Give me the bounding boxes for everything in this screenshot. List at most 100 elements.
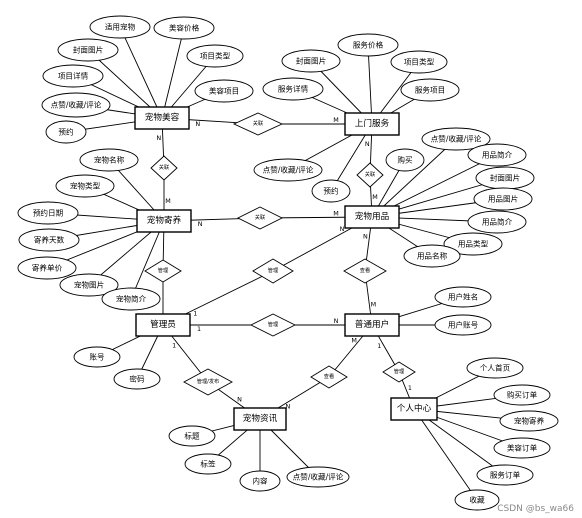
attribute-node: 项目类型 — [390, 50, 448, 74]
attribute-ellipse — [253, 158, 323, 182]
attribute-node: 服务订单 — [476, 464, 534, 486]
attribute-label: 适用宠物 — [105, 22, 136, 32]
relationship-label: 关联 — [255, 213, 265, 221]
relationship-label: 管理 — [268, 320, 279, 328]
attribute-node: 账号 — [73, 346, 121, 368]
cardinality-label: N — [195, 120, 200, 128]
attribute-label: 预约 — [323, 186, 338, 196]
attribute-label: 寄养天数 — [34, 235, 65, 245]
entity-box — [135, 313, 191, 337]
cardinality-label: N — [198, 220, 203, 228]
entity-label: 个人中心 — [397, 402, 432, 414]
attribute-ellipse — [390, 50, 448, 74]
entity-box — [344, 313, 400, 337]
relationship-node: 关联 — [356, 162, 384, 188]
relationship-diamond — [382, 361, 416, 383]
attribute-node: 封面图片 — [475, 166, 535, 190]
attribute-ellipse — [493, 384, 551, 406]
attribute-node: 美容订单 — [493, 437, 551, 459]
entity-box — [390, 397, 438, 421]
attribute-ellipse — [45, 120, 87, 144]
attribute-label: 用户账号 — [448, 320, 479, 330]
attribute-label: 美容订单 — [507, 443, 538, 453]
attribute-label: 点赞/收藏/评论 — [431, 134, 482, 144]
attribute-node: 宠物名称 — [79, 148, 139, 172]
attribute-ellipse — [18, 228, 80, 252]
attribute-label: 美容项目 — [209, 86, 239, 96]
attribute-ellipse — [434, 286, 492, 308]
attribute-node: 用品名称 — [403, 244, 461, 268]
attribute-node: 用品类型 — [443, 232, 503, 256]
attribute-label: 宠物类型 — [70, 181, 101, 191]
entity-box — [136, 209, 192, 233]
attribute-link — [130, 220, 165, 300]
attribute-label: 宠物简介 — [116, 294, 147, 304]
watermark: CSDN @bs_wa66 — [497, 504, 574, 514]
relationship-node: 关联 — [232, 112, 284, 136]
attribute-node: 标题 — [168, 425, 216, 447]
attribute-node: 用户姓名 — [434, 286, 492, 308]
attribute-ellipse — [153, 16, 215, 40]
attribute-ellipse — [311, 179, 351, 203]
attribute-node: 点赞/收藏/评论 — [286, 466, 350, 488]
relationship-node: 管理/发布 — [183, 368, 233, 396]
entity-node: 普通用户 — [344, 313, 400, 337]
attribute-label: 项目类型 — [404, 57, 435, 67]
relationship-node: 管理 — [252, 258, 294, 284]
attribute-label: 个人首页 — [480, 363, 511, 373]
entity-node: 个人中心 — [390, 397, 438, 421]
relationship-node: 查看 — [310, 365, 348, 389]
relationship-label: 管理 — [158, 266, 169, 274]
relationship-node: 关联 — [150, 155, 178, 181]
relationship-node: 管理 — [382, 361, 416, 383]
attribute-node: 封面图片 — [281, 49, 341, 73]
cardinality-label: 1 — [377, 342, 381, 350]
relationship-label: 管理/发布 — [197, 377, 220, 385]
attribute-ellipse — [286, 466, 350, 488]
attribute-ellipse — [400, 78, 460, 102]
attribute-ellipse — [73, 346, 121, 368]
attribute-label: 封面图片 — [490, 173, 520, 183]
attribute-ellipse — [467, 143, 527, 167]
relationship-diamond — [356, 162, 384, 188]
attribute-label: 封面图片 — [73, 45, 103, 55]
attribute-node: 预约日期 — [17, 201, 79, 225]
relationship-label: 关联 — [253, 119, 263, 127]
attribute-label: 服务价格 — [353, 40, 384, 50]
attribute-ellipse — [186, 44, 244, 68]
attribute-ellipse — [59, 273, 119, 297]
cardinality-label: 1 — [193, 310, 197, 318]
attribute-link — [161, 27, 185, 119]
attribute-node: 美容项目 — [194, 79, 254, 103]
attribute-label: 服务项目 — [415, 85, 445, 95]
cardinality-label: N — [365, 140, 370, 148]
attribute-ellipse — [55, 174, 115, 198]
attribute-label: 购买 — [397, 155, 413, 165]
attribute-node: 预约 — [311, 179, 351, 203]
attribute-ellipse — [79, 148, 139, 172]
relationship-diamond — [236, 206, 284, 230]
cardinality-label: N — [285, 403, 290, 411]
attribute-ellipse — [385, 148, 425, 172]
diagram-nodes: NMNMNMNM1NNM1N1NMN11适用宠物美容价格封面图片项目类型项目详情… — [17, 15, 559, 511]
cardinality-label: M — [333, 116, 339, 124]
attribute-label: 点赞/收藏/评论 — [293, 472, 344, 482]
attribute-ellipse — [337, 33, 399, 57]
attribute-label: 服务订单 — [490, 470, 521, 480]
entity-node: 宠物资讯 — [233, 407, 287, 431]
attribute-node: 服务项目 — [400, 78, 460, 102]
attribute-ellipse — [184, 453, 232, 475]
entity-label: 宠物用品 — [355, 210, 389, 222]
attribute-link — [371, 138, 457, 218]
attribute-ellipse — [113, 368, 161, 390]
attribute-node: 宠物类型 — [55, 174, 115, 198]
entity-node: 宠物美容 — [134, 106, 190, 130]
attribute-label: 用品简介 — [482, 150, 513, 160]
entity-label: 宠物美容 — [145, 111, 180, 123]
attribute-ellipse — [239, 470, 281, 492]
attribute-ellipse — [42, 64, 104, 88]
attribute-node: 标签 — [184, 453, 232, 475]
attribute-ellipse — [476, 464, 534, 486]
entity-node: 上门服务 — [344, 112, 400, 136]
